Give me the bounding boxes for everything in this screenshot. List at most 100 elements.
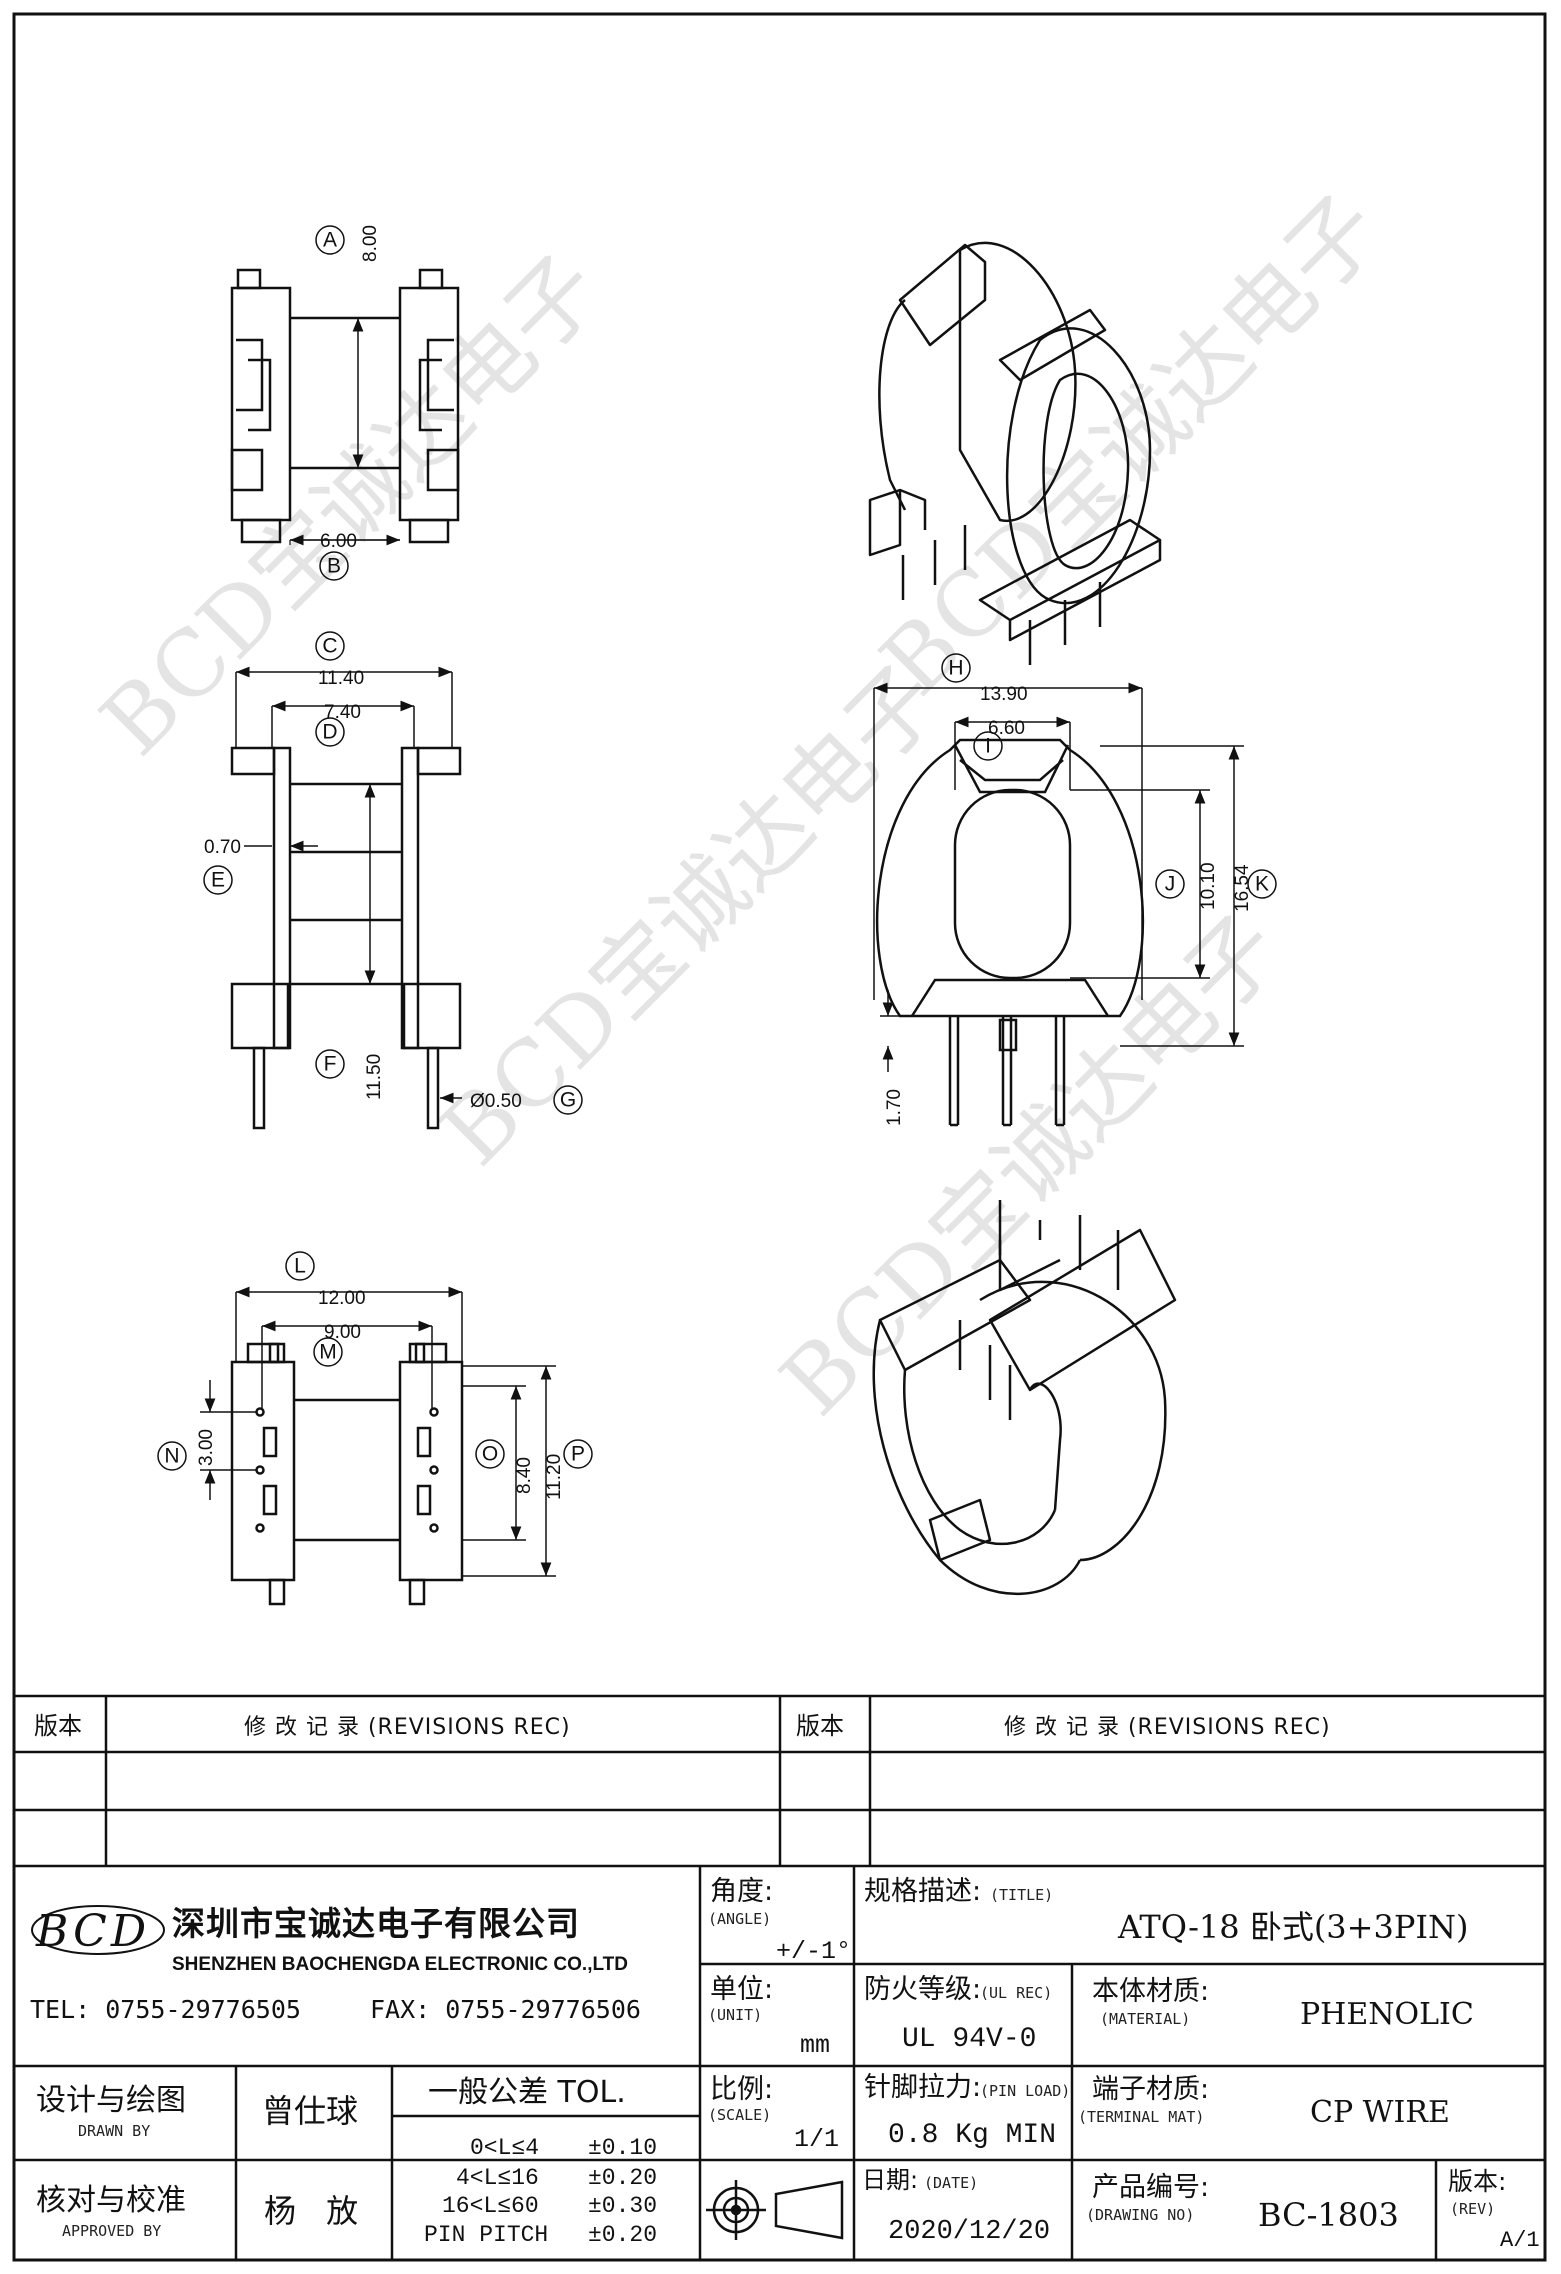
dim-h-value: 13.90 xyxy=(980,684,1028,705)
title-value: ATQ-18 卧式(3+3PIN) xyxy=(1117,1908,1469,1946)
company-name-cn: 深圳市宝诚达电子有限公司 xyxy=(172,1904,580,1943)
scale-en: (SCALE) xyxy=(708,2106,771,2124)
dim-g-value: Ø0.50 xyxy=(470,1091,522,1112)
isometric-view-top xyxy=(868,241,1162,665)
scale-label: 比例: xyxy=(710,2074,773,2105)
isometric-view-bottom xyxy=(872,1200,1177,1595)
scale-value: 1/1 xyxy=(794,2125,839,2154)
dim-n-value: 3.00 xyxy=(196,1429,217,1466)
projection-symbol xyxy=(706,2180,844,2240)
svg-text:BCD宝诚达电子: BCD宝诚达电子 xyxy=(81,235,621,775)
rev-label: 版本: xyxy=(1448,2167,1506,2196)
angle-value: +/-1° xyxy=(776,1937,851,1966)
dim-f-value: 11.50 xyxy=(364,1054,385,1100)
tol-range-1: 0<L≤4 xyxy=(470,2135,539,2161)
callout-g: G xyxy=(560,1089,576,1112)
tol-range-4: PIN PITCH xyxy=(424,2222,548,2248)
pin-load-value: 0.8 Kg MIN xyxy=(888,2120,1056,2151)
callout-j: J xyxy=(1165,873,1176,896)
callout-o: O xyxy=(482,1443,498,1466)
fire-rating-value: UL 94V-0 xyxy=(902,2024,1036,2055)
dim-k-value: 16.54 xyxy=(1232,864,1253,912)
date-value: 2020/12/20 xyxy=(888,2217,1050,2247)
pin-load-en: (PIN LOAD) xyxy=(980,2082,1070,2100)
unit-value: mm xyxy=(800,2031,830,2060)
svg-text:BCD宝诚达电子: BCD宝诚达电子 xyxy=(861,175,1401,715)
rev-value: A/1 xyxy=(1500,2228,1540,2253)
callout-i: I xyxy=(985,735,991,758)
angle-en: (ANGLE) xyxy=(708,1910,771,1928)
tol-value-3: ±0.30 xyxy=(588,2193,657,2219)
dim-o-value: 8.40 xyxy=(514,1457,535,1494)
dim-l-value: 12.00 xyxy=(318,1288,366,1309)
dim-group-l-p xyxy=(157,1251,593,1577)
tol-value-1: ±0.10 xyxy=(588,2135,657,2161)
material-en: (MATERIAL) xyxy=(1100,2010,1190,2028)
tolerance-title: 一般公差 TOL. xyxy=(428,2075,626,2110)
fire-rating-en: (UL REC) xyxy=(980,1984,1052,2002)
dim-m-value: 9.00 xyxy=(324,1322,361,1343)
tol-value-2: ±0.20 xyxy=(588,2165,657,2191)
svg-text:BCD: BCD xyxy=(35,1906,150,1957)
title-en: (TITLE) xyxy=(990,1886,1053,1904)
drawn-by-label: 设计与绘图 xyxy=(36,2083,186,2118)
callout-p: P xyxy=(571,1443,585,1466)
title-label: 规格描述: xyxy=(864,1876,981,1907)
fire-rating-label: 防火等级: xyxy=(864,1974,981,2005)
date-en: (DATE) xyxy=(924,2174,978,2192)
terminal-en: (TERMINAL MAT) xyxy=(1078,2108,1204,2126)
dim-a-value: 8.00 xyxy=(360,225,381,262)
drawn-by-en: DRAWN BY xyxy=(78,2122,150,2140)
callout-b: B xyxy=(327,555,341,578)
revisions-header-left: 修 改 记 录 (REVISIONS REC) xyxy=(244,1715,571,1740)
terminal-label: 端子材质: xyxy=(1092,2074,1209,2105)
bottom-view xyxy=(230,1342,464,1606)
pin-load-label: 针脚拉力: xyxy=(864,2072,981,2103)
title-block xyxy=(14,1866,1545,2260)
callout-c: C xyxy=(322,635,337,658)
dim-j-value: 10.10 xyxy=(1198,862,1219,910)
dim-i-value: 6.60 xyxy=(988,718,1025,739)
drawing-no-en: (DRAWING NO) xyxy=(1086,2206,1194,2224)
drawing-no-label: 产品编号: xyxy=(1092,2172,1209,2203)
rev-header-left: 版本 xyxy=(34,1712,82,1740)
callout-d: D xyxy=(322,721,337,744)
drawing-no-value: BC-1803 xyxy=(1258,2196,1399,2234)
callout-m: M xyxy=(319,1341,337,1364)
callout-a: A xyxy=(323,229,337,252)
revisions-header-right: 修 改 记 录 (REVISIONS REC) xyxy=(1004,1715,1331,1740)
front-view xyxy=(230,746,462,1130)
watermark: BCD宝诚达电子 BCD宝诚达电子 BCD宝诚达电子 BCD宝诚达电子 xyxy=(81,175,1401,1435)
callout-l: L xyxy=(294,1255,306,1278)
tol-value-4: ±0.20 xyxy=(588,2222,657,2248)
callout-k: K xyxy=(1255,873,1269,896)
rev-header-right: 版本 xyxy=(796,1712,844,1740)
dim-group-a-b xyxy=(290,225,400,581)
tol-range-3: 16<L≤60 xyxy=(442,2193,539,2219)
company-name-en: SHENZHEN BAOCHENGDA ELECTRONIC CO.,LTD xyxy=(172,1954,628,1975)
unit-en: (UNIT) xyxy=(708,2006,762,2024)
drawn-by-name: 曾仕球 xyxy=(262,2092,358,2130)
dim-d-value: 7.40 xyxy=(324,702,361,723)
material-label: 本体材质: xyxy=(1092,1976,1209,2007)
dim-e-value: 0.70 xyxy=(204,837,241,858)
dim-p-value: 11.20 xyxy=(544,1454,565,1500)
terminal-value: CP WIRE xyxy=(1310,2095,1450,2130)
callout-f: F xyxy=(324,1053,337,1076)
approved-by-name: 杨 放 xyxy=(264,2192,368,2230)
company-tel: TEL: 0755-29776505 xyxy=(30,1995,301,2024)
angle-label: 角度: xyxy=(710,1876,773,1907)
revisions-table xyxy=(14,1694,1545,1868)
dim-group-h-k xyxy=(873,653,1277,1072)
dim-pin-height-value: 1.70 xyxy=(884,1089,905,1126)
company-logo: BCD xyxy=(31,1905,165,1957)
rev-en: (REV) xyxy=(1450,2200,1495,2218)
approved-by-en: APPROVED BY xyxy=(62,2222,161,2240)
dim-group-c-g xyxy=(203,631,583,1115)
sheet-border xyxy=(12,12,1547,2262)
company-fax: FAX: 0755-29776506 xyxy=(370,1995,641,2024)
unit-label: 单位: xyxy=(710,1974,773,2005)
callout-h: H xyxy=(948,657,963,680)
tol-range-2: 4<L≤16 xyxy=(456,2165,539,2191)
